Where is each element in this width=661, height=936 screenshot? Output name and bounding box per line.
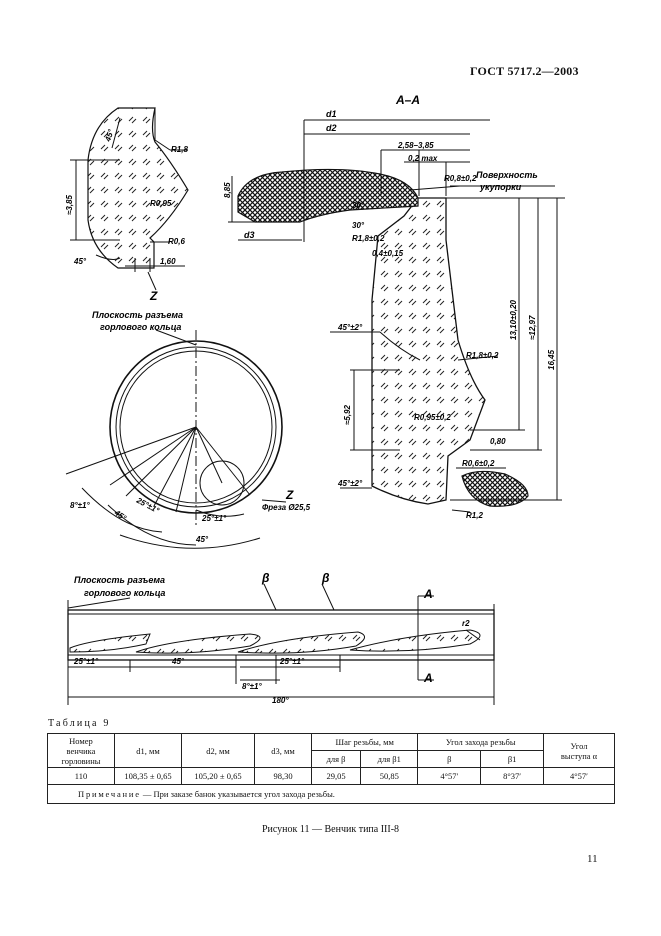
cell-pitch-beta1: 50,85 [360,767,419,785]
dim-d3: d3 [244,230,255,240]
standard-number: ГОСТ 5717.2—2003 [470,64,579,78]
plan-plane-label-1: Плоскость разъема [92,310,183,320]
cell-angle-beta: 4°57′ [417,767,482,785]
dim-25deg-plan-b: 25°±1° [201,514,227,523]
dim-160-z: 1,60 [160,257,176,266]
header-lead-angle: Угол захода резьбы [417,733,544,751]
dim-8-dev: 8°±1° [242,682,262,691]
header-neck-no: Номер венчика горловины [47,733,115,768]
dim-45deg-sec-b: 45°±2° [337,479,363,488]
development-view [67,583,495,705]
surface-label-2: укупорки [479,182,522,192]
dim-1297: ≈12,97 [528,315,537,340]
header-protrusion: Угол выступа α [543,733,615,768]
dim-r06-sec: R0,6±0,2 [462,459,495,468]
table-row: 110 108,35 ± 0,65 105,20 ± 0,65 98,30 29… [47,767,615,785]
dim-25-dev-a: 25°±1° [73,657,99,666]
label-beta1: β [321,571,330,585]
cell-angle-beta1: 8°37′ [480,767,544,785]
section-label: А–А [395,93,420,107]
dim-45-dev: 45° [171,657,185,666]
technical-drawing: R1,8 R0,95 R0,6 45° 45° ≈3,85 1,60 Z Пло… [65,93,565,705]
label-z-plan: Z [285,488,294,502]
cell-neck-no: 110 [47,767,115,785]
section-view [228,119,565,513]
cell-d3: 98,30 [254,767,312,785]
surface-label-1: Поверхность [476,170,538,180]
dim-r095-sec: R0,95±0,2 [414,413,451,422]
table-note: Примечание — При заказе банок указываетс… [47,784,615,804]
dim-04: 0,4±0,15 [372,249,404,258]
header-d1: d1, мм [114,733,182,768]
dev-plane-label-1: Плоскость разъема [74,575,165,585]
label-z-detail: Z [149,289,158,303]
dim-885: 8,85 [223,182,232,198]
dim-r095-z: R0,95 [150,199,172,208]
dim-d1: d1 [326,109,337,119]
dim-592: ≈5,92 [343,404,352,425]
figure-caption: Рисунок 11 — Венчик типа III-8 [261,824,400,835]
label-a-top: A [423,587,433,601]
note-lead: Примечание [78,789,141,799]
dim-r12: R1,2 [466,511,483,520]
dim-8deg-plan: 8°±1° [70,501,90,510]
header-for-beta1: для β1 [360,750,419,768]
dim-258: 2,58–3,85 [397,141,434,150]
header-d3: d3, мм [254,733,312,768]
dim-max02: 0,2 max [408,154,438,163]
header-d2: d2, мм [181,733,255,768]
dim-45deg-sec: 45°±2° [337,323,363,332]
dim-r06-z: R0,6 [168,237,185,246]
dim-1310: 13,10±0,20 [509,299,518,340]
plan-plane-label-2: горлового кольца [100,322,181,332]
dim-25-dev-b: 25°±1° [279,657,305,666]
dim-30b: 30° [352,221,365,230]
note-text: — При заказе банок указывается угол захо… [142,789,335,799]
dim-r08: R0,8±0,2 [444,174,477,183]
label-beta: β [261,571,270,585]
page-number: 11 [587,853,598,865]
plan-view [65,329,287,549]
dim-r18b: R1,8±0,2 [466,351,499,360]
table-caption: Таблица 9 [48,718,111,729]
dim-r18-z: R1,8 [171,145,188,154]
dim-1645: 16,45 [547,349,556,370]
cell-alpha: 4°57′ [543,767,615,785]
mill-label: Фреза Ø25,5 [262,503,311,512]
cell-d1: 108,35 ± 0,65 [114,767,182,785]
dim-080: 0,80 [490,437,506,446]
dim-45-top-z: 45° [103,128,116,144]
cell-d2: 105,20 ± 0,65 [181,767,255,785]
dim-45deg-plan-b: 45° [195,535,209,544]
header-beta1: β1 [480,750,544,768]
dim-approx385-z: ≈3,85 [65,194,74,215]
dim-r18-sec: R1,8±0,2 [352,234,385,243]
cell-pitch-beta: 29,05 [310,767,362,785]
label-r2: r2 [462,619,470,628]
table-9: Номер венчика горловины d1, мм d2, мм d3… [47,733,615,804]
header-for-beta: для β [310,750,362,768]
dim-45-bot-z: 45° [73,257,87,266]
detail-z [70,107,189,291]
label-a-bot: A [423,671,433,685]
dim-d2: d2 [326,123,337,133]
header-thread-pitch: Шаг резьбы, мм [310,733,419,751]
header-beta: β [417,750,482,768]
dim-30a: 30° [352,201,365,210]
dev-plane-label-2: горлового кольца [84,588,165,598]
dim-180-dev: 180° [272,696,289,705]
